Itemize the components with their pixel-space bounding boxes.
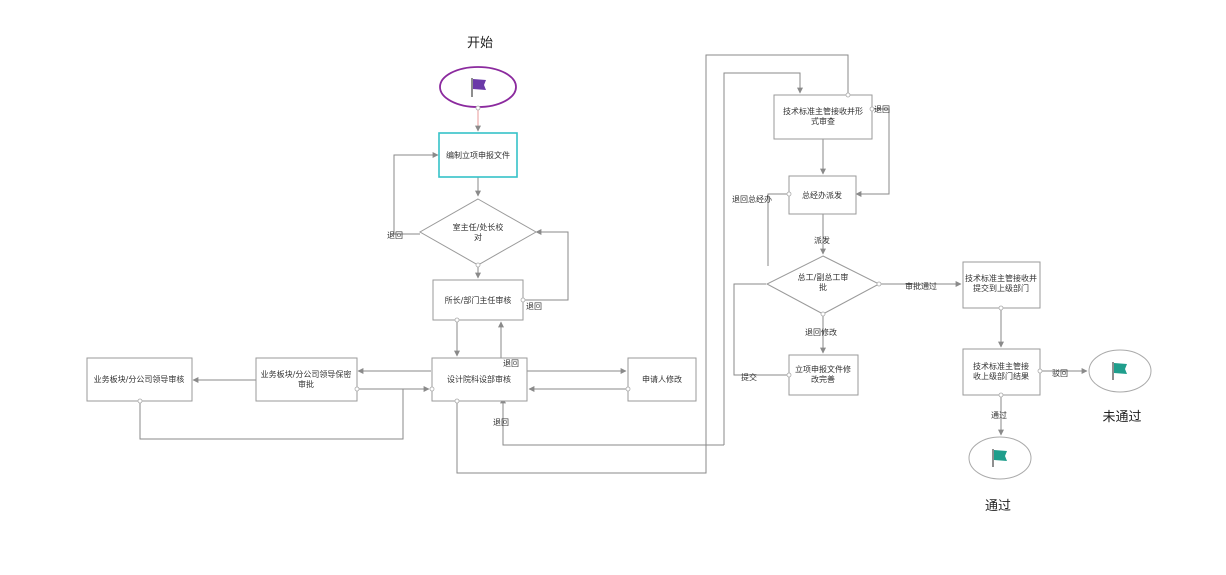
node-tech-receive-label-2: 收上级部门结果 — [973, 371, 1029, 381]
connector — [393, 152, 439, 235]
start-label: 开始 — [467, 36, 493, 51]
node-design-review[interactable]: 设计院科设部审核 — [429, 357, 528, 404]
edge-labels: 退回 退回 退回 退回 退回 退回总经办 派发 审批通过 退回修改 提交 通过 … — [387, 105, 1068, 427]
connector — [767, 193, 788, 266]
edge-label-return-edit: 退回修改 — [805, 327, 837, 337]
node-chief-approve-label-2: 批 — [819, 282, 827, 292]
node-chief-approve[interactable]: 总工/副总工审 批 — [765, 255, 882, 317]
edge-label-approved: 审批通过 — [905, 281, 937, 291]
node-director-check-label-2: 对 — [474, 232, 482, 242]
connector — [500, 397, 724, 446]
node-biz-leader-label: 业务板块/分公司领导审核 — [94, 374, 185, 384]
connector — [733, 283, 788, 376]
node-improve[interactable]: 立项申报文件修 改完善 — [786, 354, 859, 396]
connector — [523, 229, 569, 301]
edge-label-return: 退回 — [503, 359, 519, 368]
fail-flag-icon — [1112, 362, 1127, 380]
edge-label-return: 退回 — [387, 231, 403, 240]
connector — [723, 72, 803, 445]
connector — [139, 389, 404, 440]
node-tech-submit[interactable]: 技术标准主管接收并 提交到上级部门 — [962, 261, 1041, 311]
edge-label-reject: 驳回 — [1052, 369, 1068, 378]
node-director-check[interactable]: 室主任/处长校 对 — [418, 198, 538, 268]
connector — [456, 54, 849, 474]
node-chief-approve-label-1: 总工/副总工审 — [798, 272, 849, 282]
edge-label-return: 退回 — [874, 105, 890, 114]
pass-label: 通过 — [985, 499, 1011, 514]
node-applicant-edit[interactable]: 申请人修改 — [625, 357, 697, 402]
node-compile-label: 编制立项申报文件 — [446, 150, 510, 160]
node-improve-label-2: 改完善 — [811, 374, 835, 384]
node-gm-dispatch-label: 总经办派发 — [802, 190, 842, 200]
node-biz-secret-label-2: 审批 — [298, 379, 314, 389]
node-biz-secret-label-1: 业务板块/分公司领导保密 — [261, 369, 352, 379]
start-flag-icon — [471, 78, 486, 97]
fail-label: 未通过 — [1102, 410, 1141, 425]
edge-label-return: 退回 — [493, 418, 509, 427]
node-dept-review-label: 所长/部门主任审核 — [445, 295, 512, 305]
node-biz-leader[interactable]: 业务板块/分公司领导审核 — [86, 357, 193, 404]
node-gm-dispatch[interactable]: 总经办派发 — [786, 175, 857, 215]
node-tech-form-label-2: 式审查 — [811, 116, 835, 126]
node-tech-submit-label-1: 技术标准主管接收并 — [965, 273, 1037, 283]
pass-flag-icon — [992, 449, 1007, 467]
edge-label-return-to-gm: 退回总经办 — [732, 194, 772, 204]
edge-label-pass: 通过 — [991, 410, 1007, 420]
node-biz-secret[interactable]: 业务板块/分公司领导保密 审批 — [255, 357, 360, 402]
node-tech-receive[interactable]: 技术标准主管接 收上级部门结果 — [962, 348, 1043, 398]
node-tech-submit-label-2: 提交到上级部门 — [973, 283, 1029, 293]
node-compile[interactable]: 编制立项申报文件 — [438, 132, 518, 178]
edge-label-dispatch: 派发 — [814, 235, 830, 245]
node-applicant-edit-label: 申请人修改 — [642, 374, 682, 384]
edge-label-submit: 提交 — [741, 372, 757, 382]
edge-label-return: 退回 — [526, 302, 542, 311]
node-dept-review[interactable]: 所长/部门主任审核 — [432, 279, 526, 323]
node-improve-label-1: 立项申报文件修 — [795, 364, 851, 374]
node-tech-form[interactable]: 技术标准主管接收并形 式审查 — [773, 92, 875, 140]
connector — [855, 108, 890, 197]
node-design-review-label: 设计院科设部审核 — [447, 374, 511, 384]
node-tech-form-label-1: 技术标准主管接收并形 — [783, 106, 863, 116]
node-tech-receive-label-1: 技术标准主管接 — [973, 361, 1029, 371]
start-terminal[interactable]: 开始 — [439, 36, 517, 111]
pass-terminal[interactable]: 通过 — [968, 436, 1032, 514]
node-director-check-label-1: 室主任/处长校 — [453, 222, 504, 232]
connectors — [139, 54, 1088, 474]
fail-terminal[interactable]: 未通过 — [1088, 349, 1152, 425]
